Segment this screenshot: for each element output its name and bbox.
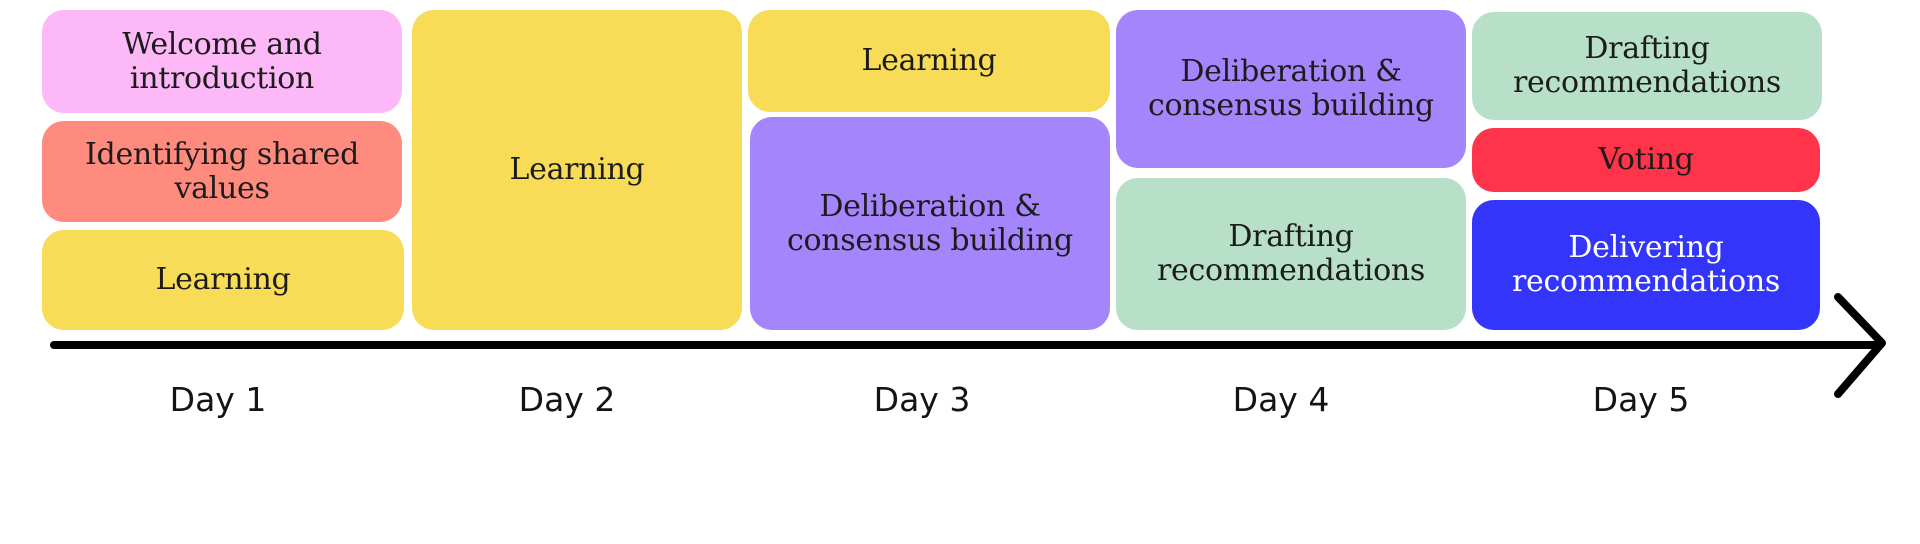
day-label-2: Day 2 (518, 380, 616, 419)
day1-welcome-block: Welcome and introduction (42, 10, 402, 113)
day4-drafting-block: Drafting recommendations (1116, 178, 1466, 330)
day-label-1: Day 1 (169, 380, 267, 419)
day5-voting-block: Voting (1472, 128, 1820, 192)
day5-drafting-block: Drafting recommendations (1472, 12, 1822, 120)
day1-learning-block: Learning (42, 230, 404, 330)
day3-learning-block: Learning (748, 10, 1110, 112)
timeline-arrowhead (1834, 293, 1886, 398)
day-label-5: Day 5 (1592, 380, 1690, 419)
day1-shared-values-block: Identifying shared values (42, 121, 402, 222)
day-label-4: Day 4 (1232, 380, 1330, 419)
day3-deliberation-block: Deliberation & consensus building (750, 117, 1110, 330)
day2-learning-block: Learning (412, 10, 742, 330)
day5-delivering-block: Delivering recommendations (1472, 200, 1820, 330)
day4-deliberation-block: Deliberation & consensus building (1116, 10, 1466, 168)
day-label-3: Day 3 (873, 380, 971, 419)
